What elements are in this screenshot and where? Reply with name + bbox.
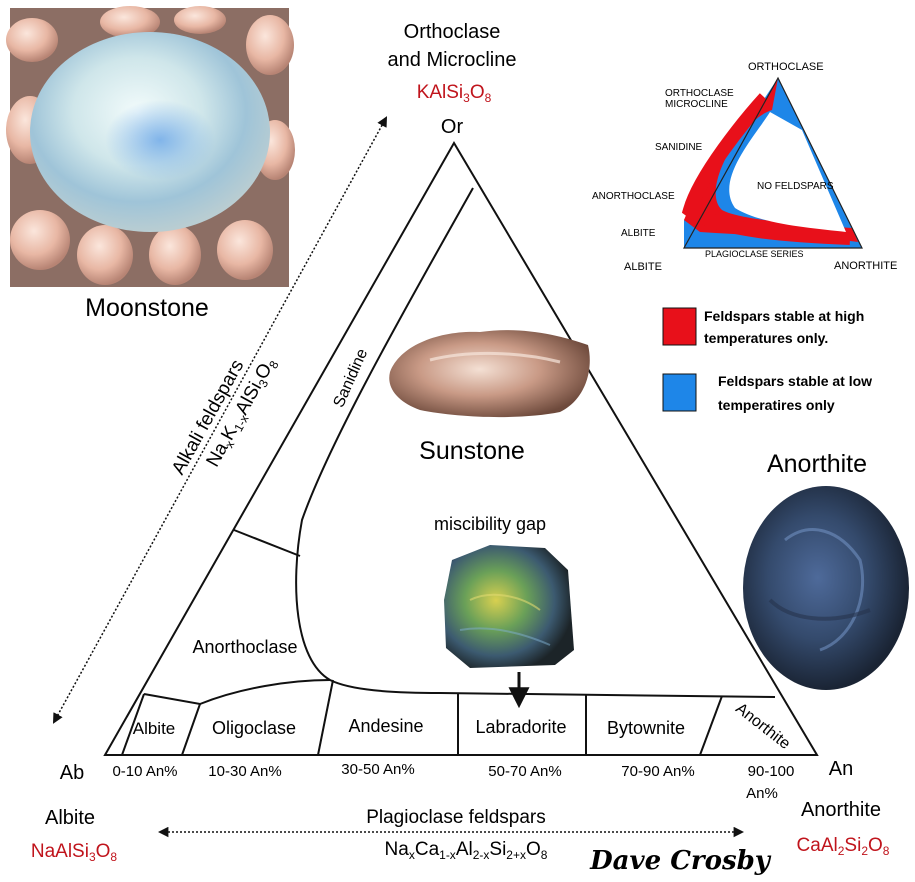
anorthite-endmember-formula: CaAl2Si2O8 [797,835,890,858]
field-bytownite: Bytownite [607,718,685,738]
legend-high-temp-line1: Feldspars stable at high [704,308,864,324]
signature: Dave Crosby [589,846,772,876]
field-anorthite: Anorthite [732,700,793,753]
legend-high-temp-line2: temperatures only. [704,330,828,346]
field-anorthoclase: Anorthoclase [192,637,297,657]
legend-low-temp-swatch [662,373,697,412]
field-labradorite: Labradorite [475,717,566,737]
miscibility-gap-label: miscibility gap [434,514,546,534]
anorthite-endmember-name: Anorthite [801,799,881,821]
inset-labels: ORTHOCLASE ORTHOCLASE MICROCLINE SANIDIN… [592,61,897,273]
inset-sanidine: SANIDINE [655,142,703,153]
an-apex-abbr: An [829,758,853,780]
an-range-0: 0-10 An% [112,763,177,780]
inset-anorthoclase: ANORTHOCLASE [592,191,675,202]
anorthite-photo [743,486,909,690]
albite-endmember-formula: NaAlSi3O8 [31,841,118,864]
ab-apex-abbr: Ab [60,762,84,784]
labradorite-photo [444,545,574,668]
legend-low-temp-line1: Feldspars stable at low [718,373,872,389]
or-apex-abbr: Or [441,116,464,138]
albite-endmember-name: Albite [45,807,95,829]
alkali-arrow [52,116,388,724]
inset-high-temp-band [681,93,851,245]
sunstone-label: Sunstone [419,437,525,465]
legend-low-temp-line2: temperatires only [718,397,835,413]
an-range-5: 90-100 [748,763,795,780]
field-andesine: Andesine [348,716,423,736]
an-range-1: 10-30 An% [208,763,281,780]
plagioclase-feldspars-title: Plagioclase feldspars [366,807,546,828]
an-range-4: 70-90 An% [621,763,694,780]
an-range-2: 30-50 An% [341,761,414,778]
plagioclase-feldspars-formula: NaxCa1-xAl2-xSi2+xO8 [385,839,548,862]
orthoclase-label-line1: Orthoclase [404,21,501,43]
moonstone-label: Moonstone [85,294,209,322]
field-sanidine: Sanidine [330,346,371,410]
inset-albite-corner: ALBITE [624,261,662,273]
field-oligoclase: Oligoclase [212,718,296,738]
inset-albite-side: ALBITE [621,228,656,239]
inset-orthoclase-top: ORTHOCLASE [748,61,824,73]
anorthite-photo-label: Anorthite [767,450,867,478]
inset-microcline: MICROCLINE [665,99,728,110]
sunstone-photo [389,330,590,418]
inset-orthoclase-left: ORTHOCLASE [665,88,734,99]
orthoclase-formula: KAlSi3O8 [417,82,492,105]
inset-high-temp-region [684,78,858,242]
inset-ternary [681,76,863,249]
field-albite: Albite [133,719,176,738]
an-range-5-unit: An% [746,785,778,802]
moonstone-photo [6,6,295,287]
inset-anorthite-corner: ANORTHITE [834,260,897,272]
legend-high-temp-swatch [662,307,697,346]
inset-plagioclase-series: PLAGIOCLASE SERIES [705,249,804,259]
inset-no-feldspars: NO FELDSPARS [757,181,834,192]
an-range-3: 50-70 An% [488,763,561,780]
orthoclase-label-line2: and Microcline [388,49,517,71]
